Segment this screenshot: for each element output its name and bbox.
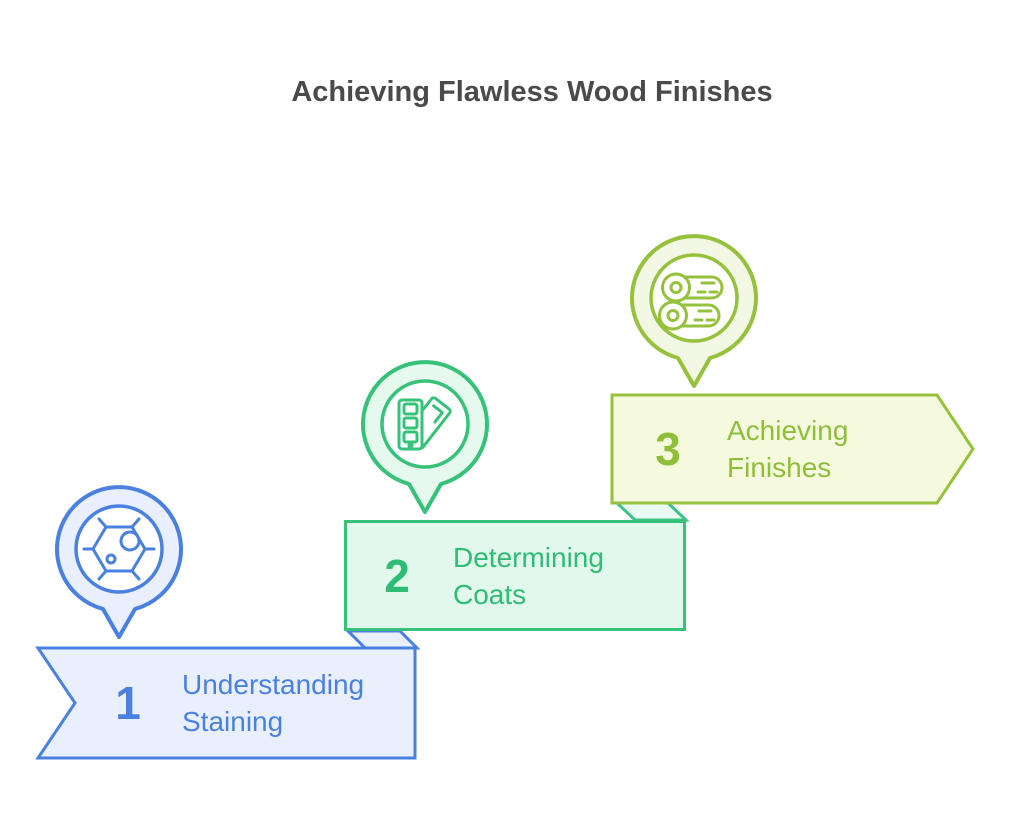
step2-banner	[344, 520, 686, 631]
step1-label: Understanding Staining	[182, 669, 365, 737]
page-title: Achieving Flawless Wood Finishes	[291, 76, 773, 108]
step2-pin-marker	[361, 360, 489, 514]
step2-label: Determining Coats	[453, 541, 604, 610]
step1-number: 1	[115, 677, 141, 729]
color-swatches-icon	[397, 396, 452, 451]
cell-structure-icon	[82, 517, 156, 581]
step3-pin-marker	[630, 234, 758, 388]
step3-label: Achieving Finishes	[727, 415, 849, 483]
step1-pin-marker	[55, 485, 183, 639]
step3-banner	[610, 393, 975, 505]
wood-logs-icon	[658, 272, 724, 331]
step2-number: 2	[384, 549, 410, 602]
step1-banner	[35, 646, 417, 760]
connector-step2-to-step1	[344, 629, 421, 650]
step3-number: 3	[655, 423, 681, 475]
